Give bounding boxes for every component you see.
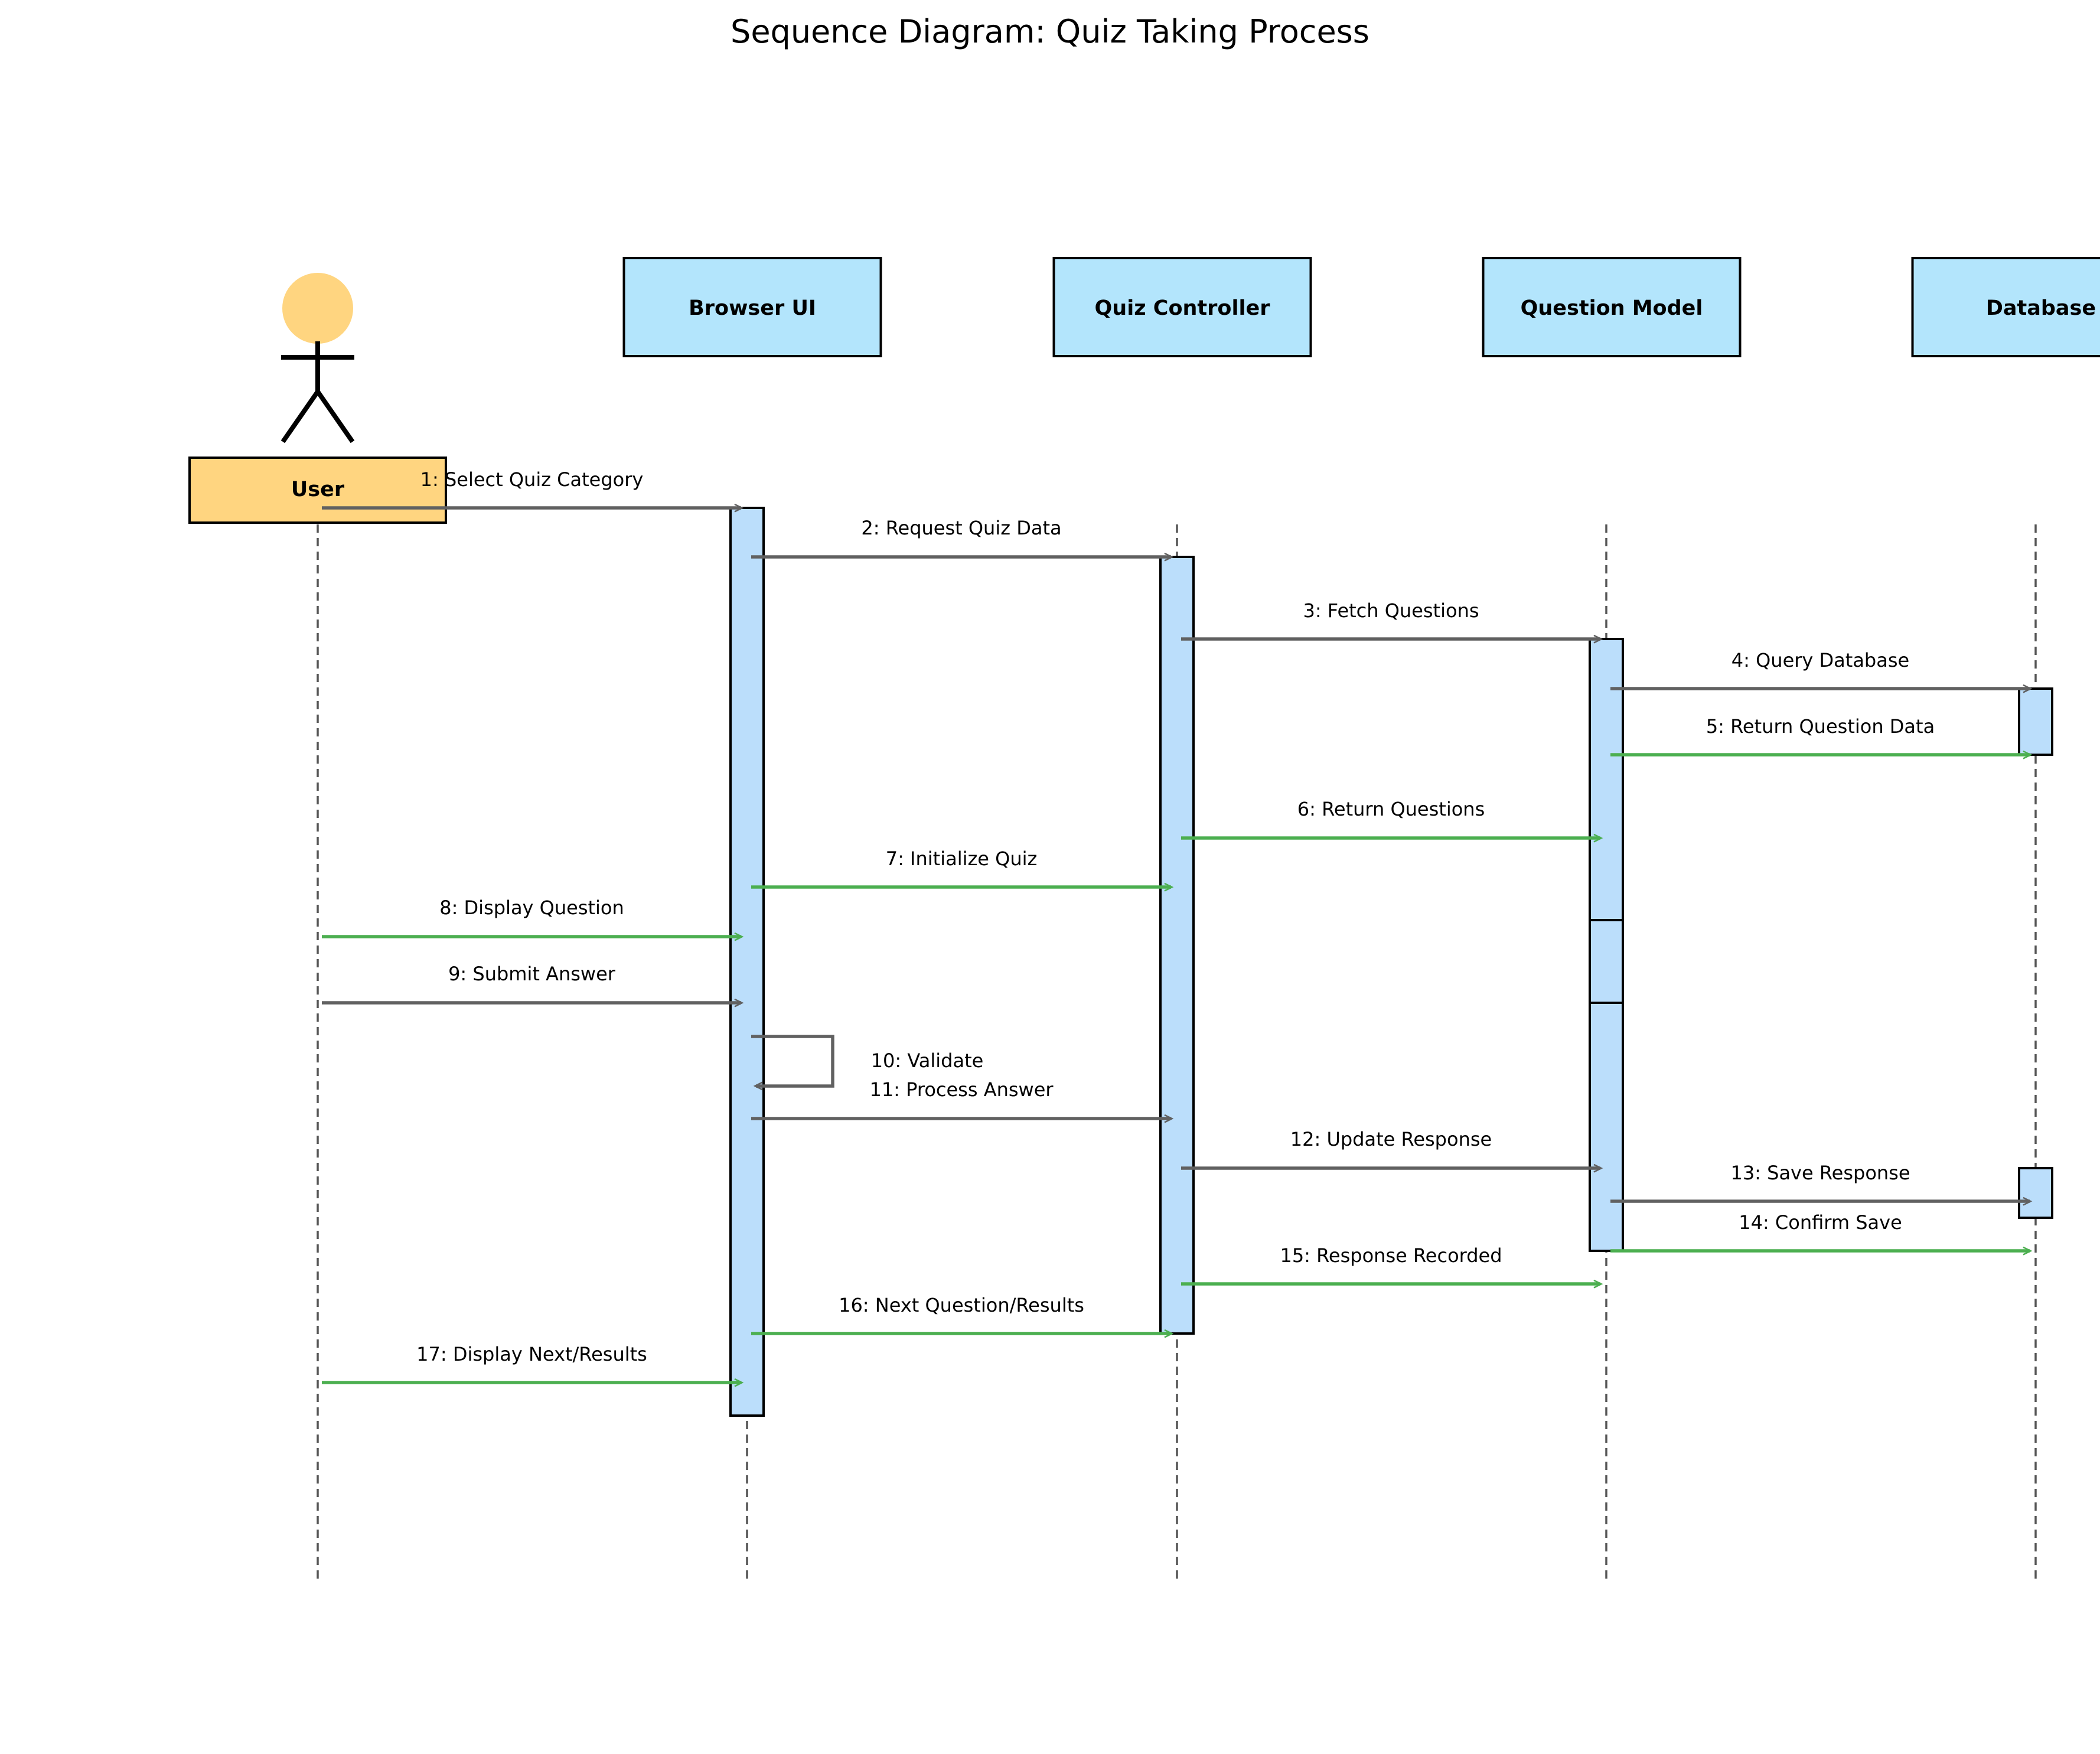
message-label: 2: Request Quiz Data — [861, 517, 1061, 539]
activation-bar-model — [1589, 919, 1624, 1004]
participant-browser: Browser UI — [622, 257, 882, 357]
message-label: 6: Return Questions — [1297, 798, 1485, 820]
message-label: 4: Query Database — [1731, 649, 1909, 671]
participant-box — [1482, 257, 1742, 357]
message-label: 11: Process Answer — [869, 1078, 1054, 1101]
message-label: 1: Select Quiz Category — [420, 468, 644, 491]
activations-layer — [729, 507, 2053, 1417]
participant-label: User — [291, 478, 345, 501]
message-16: 16: Next Question/Results — [751, 1294, 1174, 1338]
message-10: 10: Validate — [751, 1035, 984, 1091]
activation-bar-browser — [729, 507, 765, 1417]
participant-box — [622, 257, 882, 357]
message-label: 12: Update Response — [1290, 1128, 1492, 1150]
participant-label: Browser UI — [689, 296, 816, 320]
message-arrow — [751, 1035, 834, 1091]
activation-bar-controller — [1159, 556, 1195, 1335]
participant-database: Database — [1911, 257, 2100, 357]
message-6: 6: Return Questions — [1181, 798, 1603, 843]
participant-controller: Quiz Controller — [1052, 257, 1312, 357]
message-label: 16: Next Question/Results — [839, 1294, 1084, 1316]
actor-box — [188, 457, 447, 524]
message-13: 13: Save Response — [1610, 1162, 2033, 1206]
activation-bar-database — [2018, 1167, 2053, 1219]
message-12: 12: Update Response — [1181, 1128, 1603, 1173]
participant-box — [1911, 257, 2100, 357]
message-15: 15: Response Recorded — [1181, 1244, 1603, 1289]
message-label: 17: Display Next/Results — [416, 1343, 647, 1365]
message-label: 7: Initialize Quiz — [886, 847, 1038, 870]
message-label: 10: Validate — [871, 1049, 984, 1072]
participants-layer: User Browser UI Quiz Controller Question Mo… — [188, 257, 2100, 524]
message-4: 4: Query Database — [1610, 649, 2033, 693]
message-3: 3: Fetch Questions — [1181, 599, 1603, 644]
activation-bar-model — [1589, 638, 1624, 921]
message-17: 17: Display Next/Results — [322, 1343, 744, 1387]
message-label: 8: Display Question — [439, 896, 624, 919]
activation-bar-database — [2018, 687, 2053, 756]
message-label: 14: Confirm Save — [1739, 1211, 1902, 1234]
message-label: 5: Return Question Data — [1706, 715, 1935, 738]
participant-model: Question Model — [1482, 257, 1742, 357]
message-9: 9: Submit Answer — [322, 963, 744, 1008]
participant-label: Question Model — [1521, 296, 1703, 320]
message-11: 11: Process Answer — [751, 1078, 1174, 1123]
message-7: 7: Initialize Quiz — [751, 847, 1174, 892]
activation-bar-model — [1589, 1002, 1624, 1252]
participant-user: User — [188, 273, 447, 524]
diagram-title: Sequence Diagram: Quiz Taking Process — [731, 13, 1369, 50]
message-8: 8: Display Question — [322, 896, 744, 941]
participant-label: Quiz Controller — [1095, 296, 1271, 320]
messages-layer: 1: Select Quiz Category 2: Request Quiz D… — [322, 468, 2033, 1387]
message-14: 14: Confirm Save — [1610, 1211, 2033, 1256]
message-1: 1: Select Quiz Category — [322, 468, 744, 513]
message-label: 15: Response Recorded — [1280, 1244, 1502, 1267]
message-label: 13: Save Response — [1730, 1162, 1910, 1184]
message-5: 5: Return Question Data — [1610, 715, 2033, 759]
participant-box — [1052, 257, 1312, 357]
message-label: 9: Submit Answer — [448, 963, 616, 985]
message-label: 3: Fetch Questions — [1303, 599, 1479, 622]
actor-stick-figure-icon — [281, 273, 355, 444]
participant-label: Database — [1986, 296, 2096, 320]
message-2: 2: Request Quiz Data — [751, 517, 1174, 562]
